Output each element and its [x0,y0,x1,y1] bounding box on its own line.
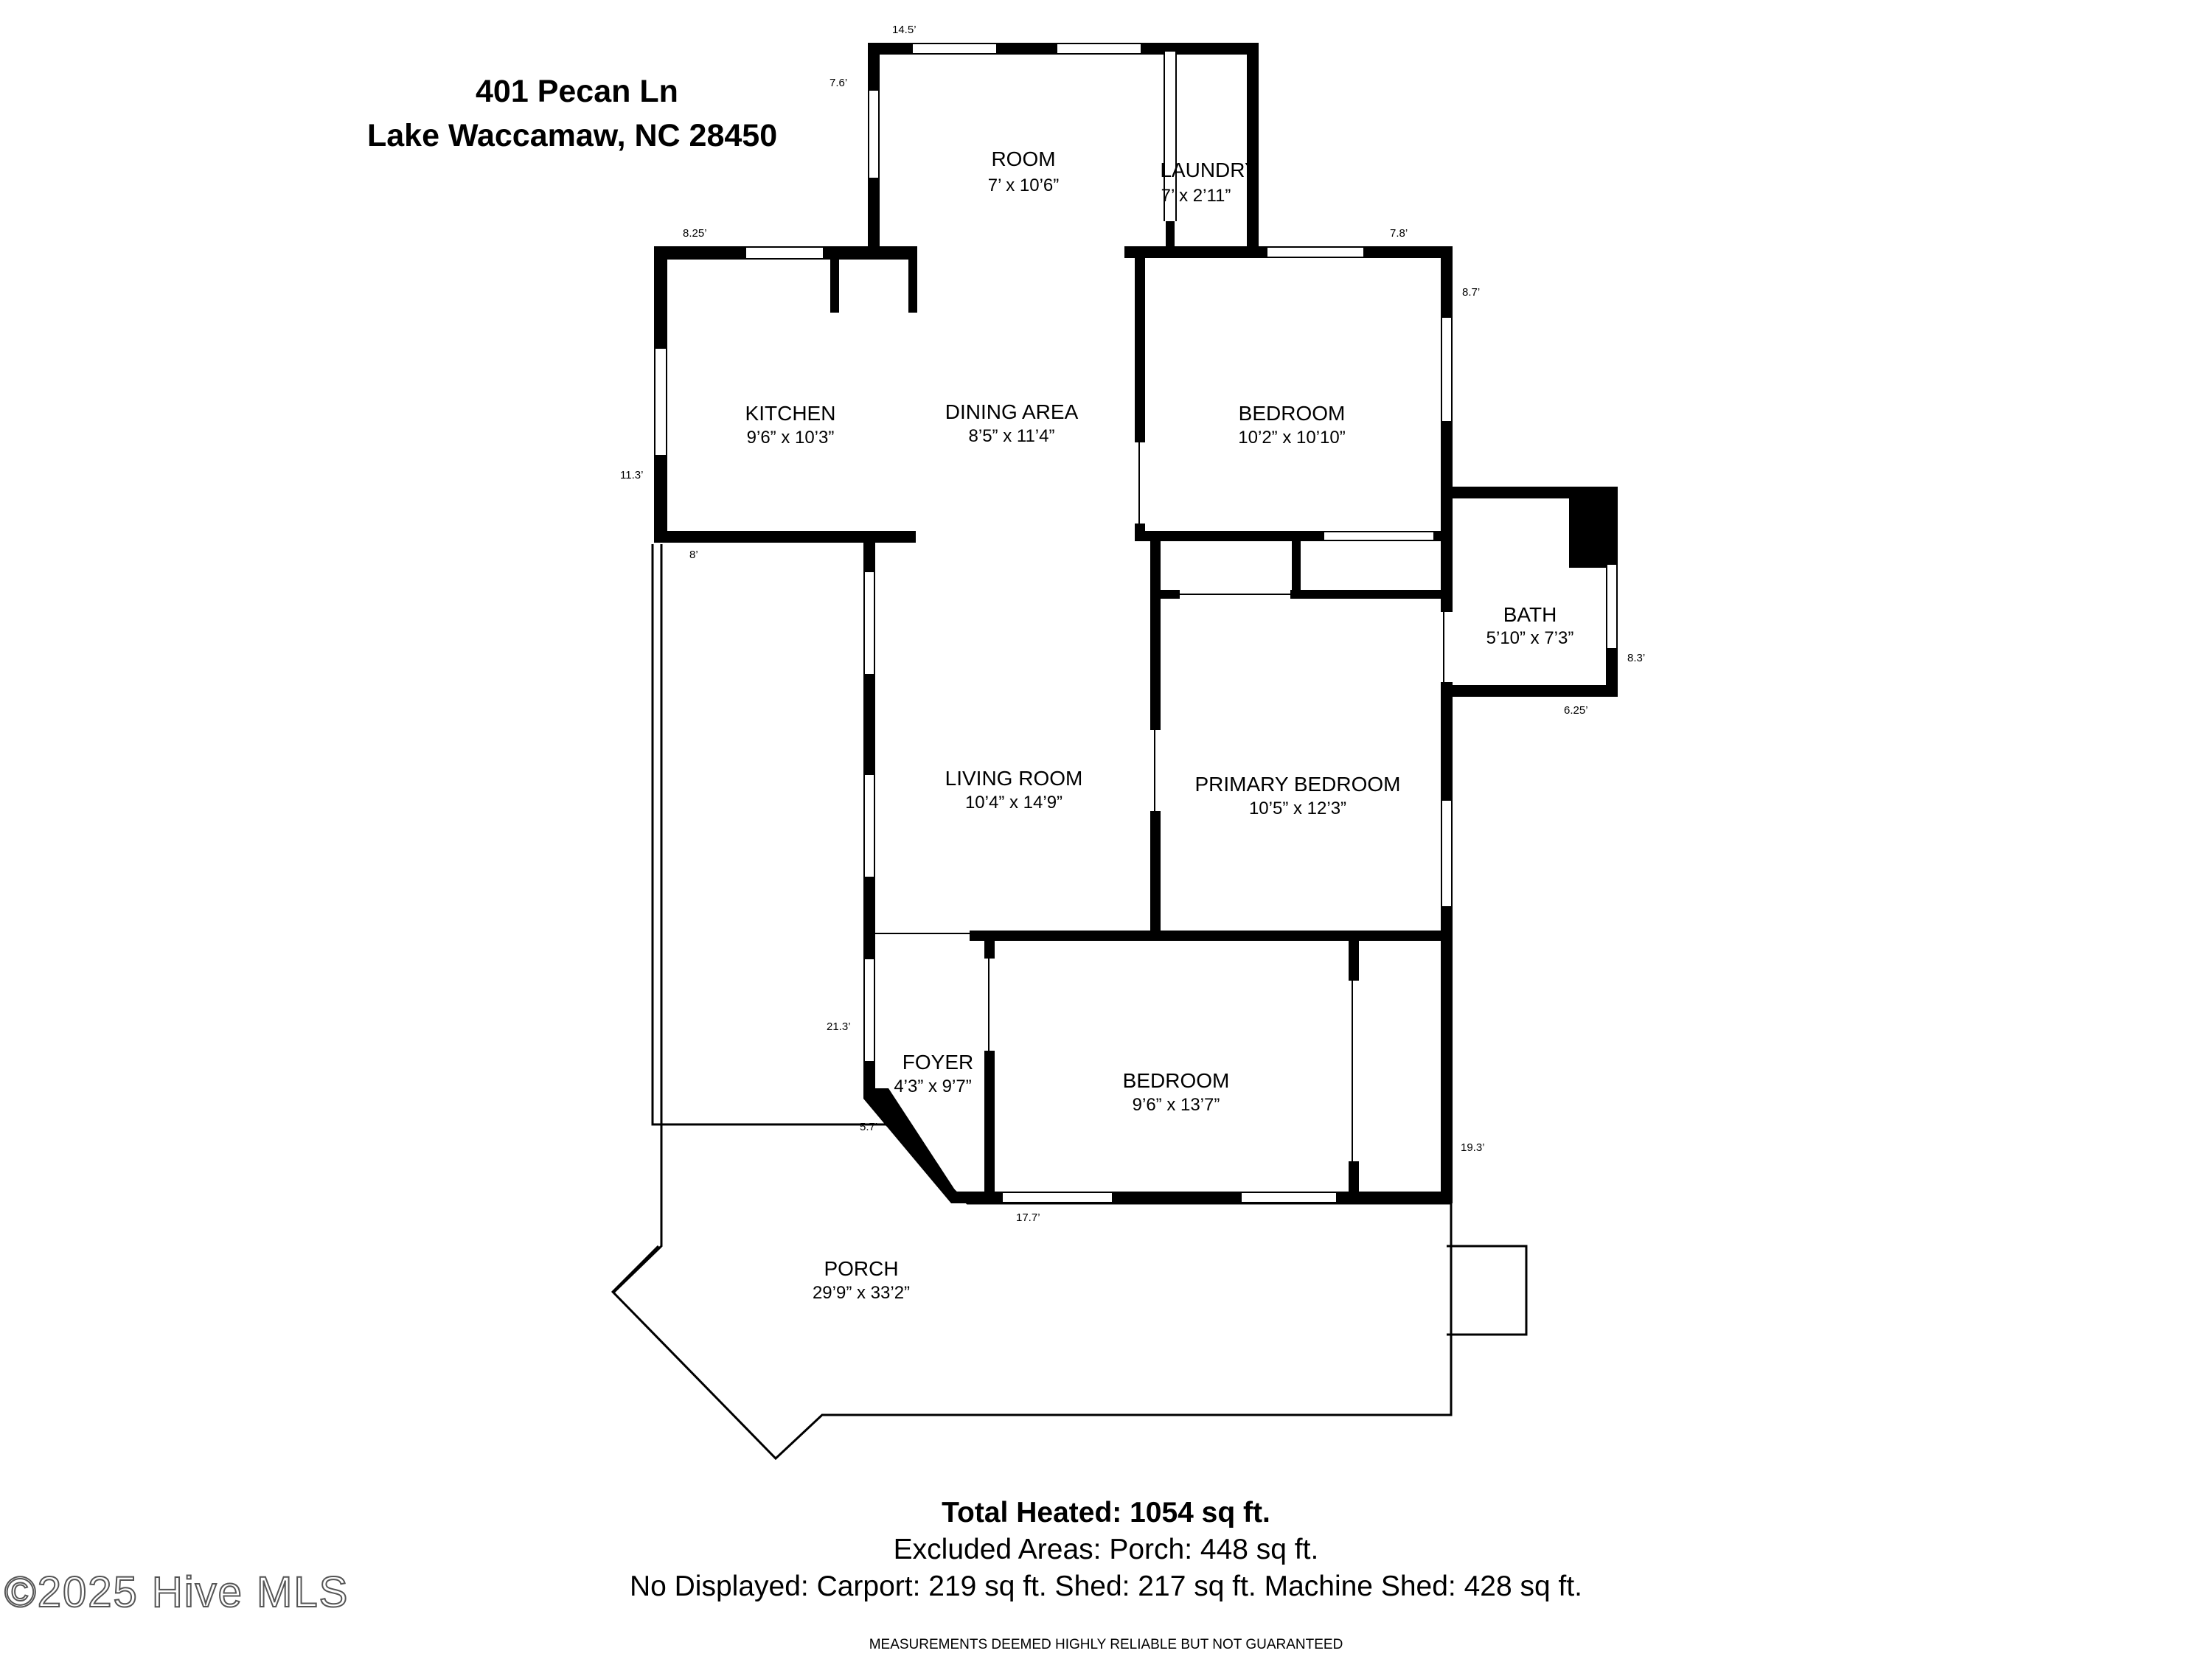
room-dims-bath: 5’10” x 7’3” [1486,628,1574,648]
address-line-1: 401 Pecan Ln [476,74,678,109]
room-label-porch: PORCH [824,1257,899,1280]
measurement-kitchen-top: 8.25’ [683,227,707,240]
measurement-bedroom-top: 7.8’ [1390,227,1408,240]
room-dims-foyer: 4’3” x 9’7” [894,1077,972,1096]
room-label-living-room: LIVING ROOM [945,767,1083,790]
measurement-foyer-diagonal: 5.7’ [860,1121,878,1133]
not-displayed-areas: No Displayed: Carport: 219 sq ft. Shed: … [629,1571,1583,1602]
room-label-bedroom-2: BEDROOM [1122,1069,1230,1092]
room-label-bath: BATH [1503,603,1557,626]
watermark: ©2025 Hive MLS [4,1568,349,1617]
measurement-kitchen-bottom: 8’ [689,549,698,561]
room-label-laundry: LAUNDRY [1160,159,1259,181]
measurement-bedroom-right: 8.7’ [1462,286,1481,299]
measurement-kitchen-left: 11.3’ [620,469,644,481]
door-outlines [875,52,1444,1161]
room-dims-kitchen: 9’6” x 10’3” [746,428,835,448]
room-dims-dining-area: 8’5” x 11’4” [968,426,1055,446]
measurement-right-lower: 19.3’ [1461,1141,1485,1154]
room-label-room: ROOM [991,147,1056,170]
total-heated-area: Total Heated: 1054 sq ft. [942,1497,1270,1528]
door-openings [875,52,1455,1161]
exterior-walls [654,43,1618,1203]
excluded-areas: Excluded Areas: Porch: 448 sq ft. [893,1534,1319,1565]
room-dims-living-room: 10’4” x 14’9” [964,793,1063,813]
room-label-kitchen: KITCHEN [745,402,836,425]
room-label-bedroom-1: BEDROOM [1238,402,1346,425]
room-dims-porch: 29’9” x 33’2” [812,1283,911,1303]
disclaimer: MEASUREMENTS DEEMED HIGHLY RELIABLE BUT … [869,1637,1343,1652]
measurement-living-left: 21.3’ [827,1020,851,1033]
room-dims-bedroom-2: 9’6” x 13’7” [1132,1095,1220,1115]
address-line-2: Lake Waccamaw, NC 28450 [367,118,778,153]
measurement-bedroom2-bottom: 17.7’ [1016,1211,1040,1224]
measurement-room-left: 7.6’ [830,77,848,89]
measurement-top: 14.5’ [892,24,917,36]
room-dims-room: 7’ x 10’6” [987,175,1060,195]
porch-outline [611,544,1528,1461]
room-dims-primary-bedroom: 10’5” x 12’3” [1248,799,1347,818]
room-label-dining-area: DINING AREA [945,400,1079,423]
windows [654,43,1618,1203]
room-dims-laundry: 7’ x 2’11” [1161,186,1231,206]
room-dims-bedroom-1: 10’2” x 10’10” [1238,428,1346,448]
room-label-primary-bedroom: PRIMARY BEDROOM [1194,773,1401,796]
measurement-bath-right: 8.3’ [1627,652,1646,664]
room-label-foyer: FOYER [902,1051,974,1074]
measurement-bath-bottom: 6.25’ [1564,704,1588,717]
